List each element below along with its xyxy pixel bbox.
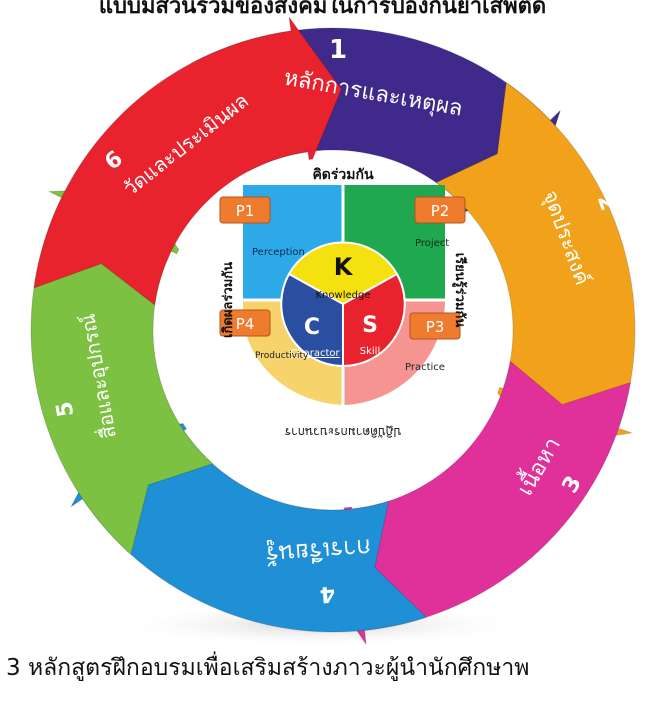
badge-p4: P4 xyxy=(219,309,271,337)
arrow-1-number: 1 xyxy=(329,35,347,65)
k-letter: K xyxy=(334,253,354,281)
svg-text:P3: P3 xyxy=(426,318,445,336)
s-letter: S xyxy=(362,313,378,338)
badge-p3: P3 xyxy=(409,312,461,340)
arrow-ring xyxy=(30,16,636,645)
left-label: เกิดผลร่วมกัน xyxy=(221,262,236,338)
practice-label: Practice xyxy=(405,362,445,373)
k-word: Knowledge xyxy=(316,290,371,301)
project-label: Project xyxy=(415,238,449,249)
arrow-segment-3 xyxy=(315,360,632,645)
right-label: เรียนรู้ร่วมกัน xyxy=(452,253,468,328)
arrow-segment-2 xyxy=(435,81,636,448)
badge-p2: P2 xyxy=(414,196,466,224)
svg-text:P1: P1 xyxy=(236,202,255,220)
arrow-5-number: 5 xyxy=(52,399,79,418)
arrow-4-number: 4 xyxy=(319,580,336,606)
diagram-title: แบบมีส่วนร่วมของสังคมในการป้องกันยาเสพติ… xyxy=(98,0,547,19)
figure-caption: 3 หลักสูตรฝึกอบรมเพื่อเสริมสร้างภาวะผู้น… xyxy=(6,655,530,681)
c-word: Charactor xyxy=(290,348,340,359)
svg-text:P4: P4 xyxy=(236,315,255,333)
badge-p1: P1 xyxy=(219,196,271,224)
perception-label: Perception xyxy=(252,247,305,258)
bottom-label: ปฏิบัติตามกระบวนการ xyxy=(284,425,401,439)
top-label: คิดร่วมกัน xyxy=(312,167,374,183)
svg-text:P2: P2 xyxy=(431,202,450,220)
s-word: Skill xyxy=(360,346,380,357)
center-diagram: K Knowledge C Charactor S Skill Percepti… xyxy=(219,167,468,439)
productivity-label: Productivity xyxy=(255,351,309,361)
c-sector xyxy=(280,272,344,368)
c-letter: C xyxy=(304,315,320,340)
arrow-segment-6 xyxy=(33,16,342,306)
s-sector xyxy=(342,272,406,368)
